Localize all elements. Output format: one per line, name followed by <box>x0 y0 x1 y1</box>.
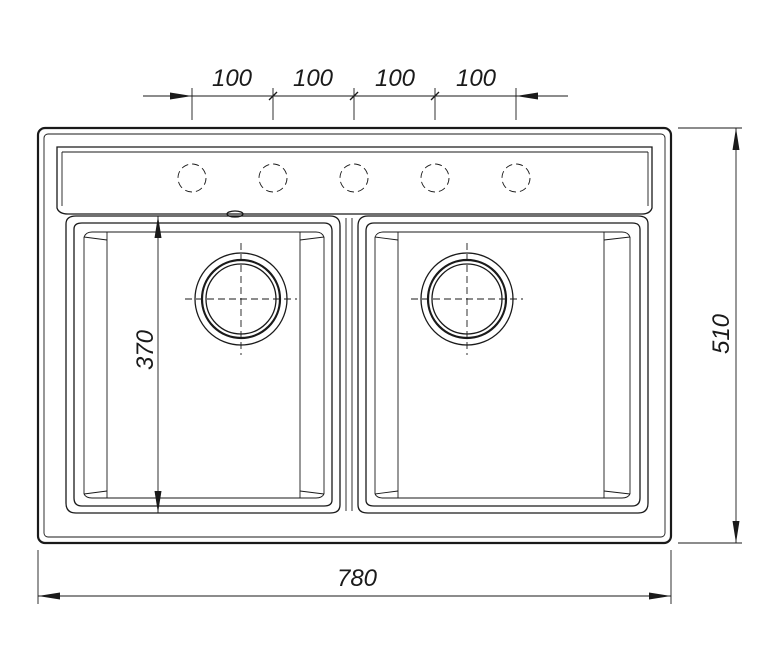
dim-bowl-depth: 370 <box>132 329 159 370</box>
dim-tap-spacing-4: 100 <box>456 65 497 92</box>
bowl-divider <box>345 218 353 511</box>
right-drain <box>411 243 523 355</box>
overall-depth-dimension: 510 <box>678 127 742 544</box>
right-bowl <box>357 215 649 514</box>
dim-tap-spacing-1: 100 <box>212 65 253 92</box>
overflow-slot <box>226 210 244 218</box>
tap-spacing-dimension: 100 100 100 100 <box>143 65 568 120</box>
tap-hole <box>420 163 450 193</box>
left-bowl <box>65 215 341 514</box>
dim-tap-spacing-2: 100 <box>293 65 334 92</box>
tap-hole <box>258 163 288 193</box>
tap-hole <box>501 163 531 193</box>
left-drain <box>185 243 297 355</box>
sink-outline <box>36 126 673 545</box>
overall-width-dimension: 780 <box>37 550 672 604</box>
tap-deck <box>56 146 653 218</box>
dim-tap-spacing-3: 100 <box>375 65 416 92</box>
dim-overall-width: 780 <box>337 565 378 592</box>
tap-holes <box>177 163 531 193</box>
tap-hole <box>177 163 207 193</box>
dim-overall-depth: 510 <box>708 313 735 354</box>
tap-hole <box>339 163 369 193</box>
bowl-depth-dimension: 370 <box>132 216 162 513</box>
